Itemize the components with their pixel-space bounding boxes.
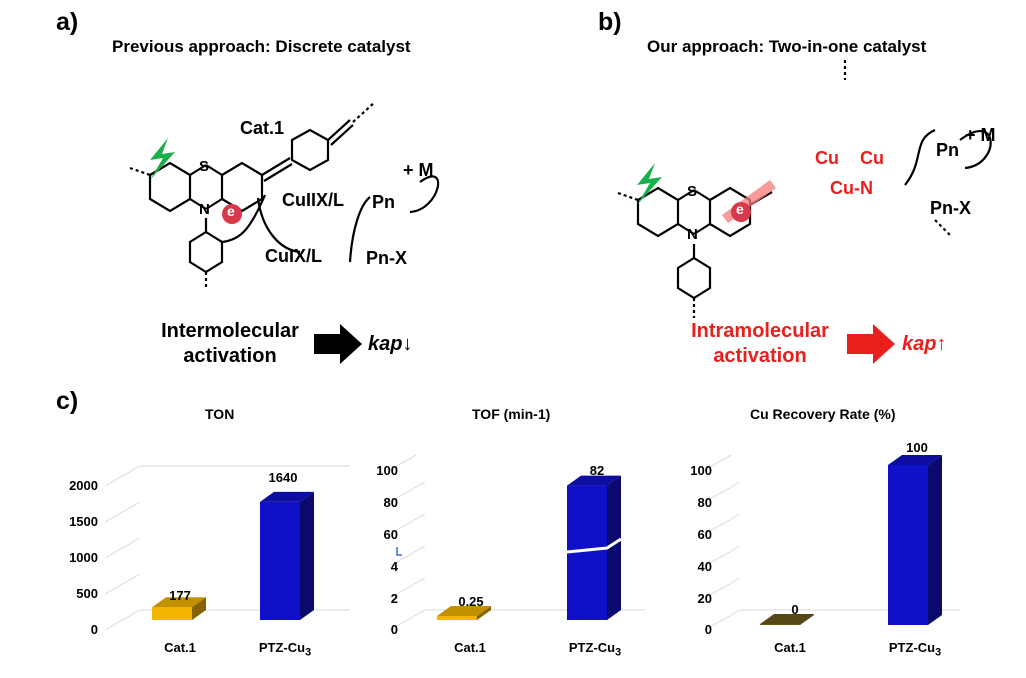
panel-label-a: a) <box>56 8 79 36</box>
bar-tof-cat1 <box>437 606 491 620</box>
value-label-ton-ptz: 1640 <box>268 470 298 485</box>
kap-label-b: kap↑ <box>902 333 947 355</box>
ytick-tof-4: 80 <box>383 495 398 510</box>
ytick-ton-3: 1500 <box>69 514 98 529</box>
scheme-a-title: Previous approach: Discrete catalyst <box>112 37 411 56</box>
chart-title-tof: TOF (min-1) <box>472 406 551 422</box>
activation-line2-b: activation <box>713 345 807 367</box>
activation-line1-a: Intermolecular <box>161 320 299 342</box>
ytick-ton-1: 500 <box>76 586 98 601</box>
category-ton-cat1: Cat.1 <box>164 640 196 655</box>
scheme-b-title: Our approach: Two-in-one catalyst <box>647 37 927 56</box>
plus-m-b: + M <box>965 125 996 145</box>
ytick-cu-3: 60 <box>697 527 712 542</box>
ytick-cu-5: 100 <box>690 463 712 478</box>
chart-title-cu: Cu Recovery Rate (%) <box>750 406 896 422</box>
s-atom-a: S <box>199 158 210 175</box>
chart-ton <box>104 465 350 631</box>
cu2-label: CuIIX/L <box>282 190 344 210</box>
grid-ton <box>104 465 141 631</box>
pn-label-a: Pn <box>372 192 396 212</box>
ytick-cu-4: 80 <box>697 495 712 510</box>
electron-label-a: e <box>227 203 235 219</box>
grid-cu <box>704 455 741 631</box>
s-atom-b: S <box>687 183 698 200</box>
cat1-label: Cat.1 <box>240 118 285 138</box>
ytick-cu-1: 20 <box>697 591 712 606</box>
phenyl-ring-a <box>290 128 330 172</box>
ytick-ton-2: 1000 <box>69 550 98 565</box>
activation-label-b: Intramolecular activation <box>680 319 840 369</box>
chart-title-ton: TON <box>205 406 235 422</box>
arrow-icon-b <box>847 324 895 364</box>
electron-icon-a <box>222 204 242 224</box>
activation-line1-b: Intramolecular <box>691 320 829 342</box>
light-bolt-icon-b <box>637 163 662 205</box>
electron-label-b: e <box>736 201 744 217</box>
bars-ton <box>152 491 314 620</box>
pnx-label-a: Pn-X <box>366 248 408 268</box>
category-cu-ptz: PTZ-Cu3 <box>888 640 942 659</box>
ytick-tof-1: 2 <box>390 591 398 606</box>
arrow-icon-a <box>314 324 362 364</box>
light-bolt-icon-a <box>150 138 175 180</box>
ytick-tof-0: 0 <box>390 622 398 637</box>
category-tof-cat1: Cat.1 <box>454 640 486 655</box>
panel-label-b: b) <box>598 8 622 36</box>
chart-tof <box>389 455 645 631</box>
reaction-scheme <box>129 60 992 364</box>
bars-cu <box>760 455 942 625</box>
chart-cu-recovery <box>704 455 960 631</box>
kap-label-a: kap↓ <box>368 333 413 355</box>
ytick-tof-3: 60 <box>383 527 398 542</box>
cu-label-left: Cu <box>815 148 839 168</box>
bar-ton-cat1 <box>152 597 206 620</box>
axis-break-icon <box>396 547 402 556</box>
category-cu-cat1: Cat.1 <box>774 640 806 655</box>
ytick-tof-2: 4 <box>390 559 398 574</box>
ytick-cu-2: 40 <box>697 559 712 574</box>
activation-line2-a: activation <box>183 345 277 367</box>
pn-label-b: Pn <box>936 140 960 160</box>
activation-label-a: Intermolecular activation <box>150 319 310 369</box>
n-atom-a: N <box>199 201 210 218</box>
ytick-ton-4: 2000 <box>69 478 98 493</box>
value-label-cu-cat1: 0 <box>791 602 799 617</box>
value-label-tof-cat1: 0.25 <box>458 594 484 609</box>
electron-icon-b <box>731 202 751 222</box>
category-tof-ptz: PTZ-Cu3 <box>568 640 622 659</box>
n-aryl-ring-b <box>676 256 712 300</box>
ytick-tof-5: 100 <box>376 463 398 478</box>
plus-m-a: + M <box>403 160 434 180</box>
bar-tof-ptz <box>566 475 622 620</box>
bar-tof-break <box>566 537 622 554</box>
panel-label-c: c) <box>56 387 79 415</box>
value-label-cu-ptz: 100 <box>906 440 928 455</box>
bar-ton-ptz <box>260 491 314 620</box>
cu-n-label: Cu-N <box>830 178 873 198</box>
category-ton-ptz: PTZ-Cu3 <box>258 640 312 659</box>
bars-tof <box>437 475 622 620</box>
bar-cu-ptz <box>888 455 942 625</box>
grid-tof <box>389 455 426 631</box>
n-aryl-ring-a <box>188 230 224 274</box>
value-label-ton-cat1: 177 <box>169 588 191 603</box>
scheme-a-structure <box>129 101 440 290</box>
n-atom-b: N <box>687 226 698 243</box>
ytick-cu-0: 0 <box>704 622 712 637</box>
cu1-label: CuIX/L <box>265 246 322 266</box>
bar-cu-cat1 <box>760 614 814 625</box>
scheme-b-structure <box>617 60 992 318</box>
ytick-ton-0: 0 <box>90 622 98 637</box>
pnx-label-b: Pn-X <box>930 198 972 218</box>
cu-label-right: Cu <box>860 148 884 168</box>
value-label-tof-ptz: 82 <box>589 463 605 478</box>
